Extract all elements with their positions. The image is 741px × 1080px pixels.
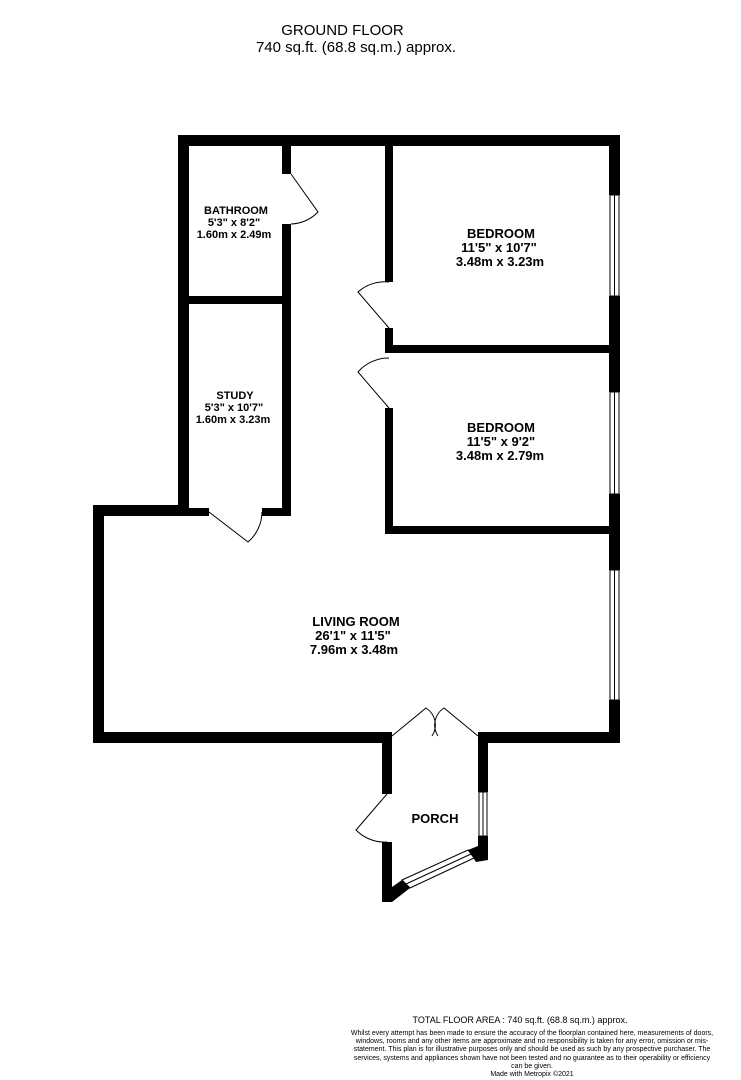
- wall-study-bottom-b: [262, 508, 291, 516]
- wall-bath-right-b: [282, 224, 291, 304]
- wall-bath-right-a: [282, 146, 291, 174]
- door-porch-right: [434, 707, 479, 737]
- living-room-metric: 7.96m x 3.48m: [310, 642, 398, 657]
- wall-study-bottom-a: [189, 508, 209, 516]
- wall-living-bottom-left: [93, 732, 390, 743]
- wall-porch-left-a: [382, 732, 392, 794]
- study-name: STUDY: [216, 390, 254, 402]
- wall-porch-right-a: [478, 732, 488, 792]
- bedroom-1-name: BEDROOM: [467, 226, 535, 241]
- wall-right-d: [609, 700, 620, 743]
- door-porch-entrance: [355, 793, 388, 843]
- wall-bed2-bottom: [385, 526, 620, 534]
- wall-bed1-left: [385, 146, 393, 282]
- wall-bed-mid-left: [385, 328, 393, 352]
- wall-living-left: [93, 505, 104, 743]
- door-bedroom-2: [357, 357, 390, 409]
- disclaimer: Whilst every attempt has been made to en…: [350, 1030, 714, 1079]
- total-floor-area: TOTAL FLOOR AREA : 740 sq.ft. (68.8 sq.m…: [412, 1015, 628, 1025]
- floor-area: 740 sq.ft. (68.8 sq.m.) approx.: [255, 39, 457, 56]
- wall-bath-study: [189, 296, 291, 304]
- wall-porch-left-b: [382, 842, 392, 902]
- wall-left-upper: [178, 135, 189, 512]
- bedroom-2-metric: 3.48m x 2.79m: [456, 448, 544, 463]
- wall-porch-corner-left: [382, 880, 410, 902]
- disclaimer-text: Whilst every attempt has been made to en…: [350, 1030, 714, 1070]
- door-study: [208, 511, 263, 543]
- door-bathroom: [290, 173, 319, 225]
- wall-right-a: [609, 135, 620, 195]
- doors: [208, 173, 479, 843]
- wall-study-right: [282, 304, 291, 516]
- study-metric: 1.60m x 3.23m: [196, 414, 271, 426]
- windows: [401, 194, 620, 889]
- bathroom-metric: 1.60m x 2.49m: [197, 229, 272, 241]
- door-bedroom-1: [357, 281, 390, 329]
- wall-right-b: [609, 296, 620, 392]
- wall-living-bottom-right: [478, 732, 620, 743]
- bedroom-1-metric: 3.48m x 3.23m: [456, 254, 544, 269]
- door-porch-left: [391, 707, 436, 737]
- walls: [93, 135, 620, 902]
- bedroom-2-name: BEDROOM: [467, 420, 535, 435]
- bathroom-imperial: 5'3" x 8'2": [208, 217, 260, 229]
- wall-living-top-left: [93, 505, 189, 516]
- wall-top: [178, 135, 620, 146]
- porch-name: PORCH: [412, 811, 459, 826]
- floor-name: GROUND FLOOR: [281, 22, 404, 39]
- living-room-name: LIVING ROOM: [312, 614, 399, 629]
- wall-bed2-left: [385, 408, 393, 534]
- living-room-imperial: 26'1" x 11'5": [315, 628, 391, 643]
- wall-bed-divider: [385, 345, 620, 353]
- study-imperial: 5'3" x 10'7": [205, 402, 263, 414]
- bedroom-1-imperial: 11'5" x 10'7": [461, 240, 537, 255]
- bedroom-2-imperial: 11'5" x 9'2": [467, 434, 535, 449]
- bathroom-name: BATHROOM: [204, 205, 268, 217]
- made-with-credit: Made with Metropix ©2021: [490, 1071, 574, 1079]
